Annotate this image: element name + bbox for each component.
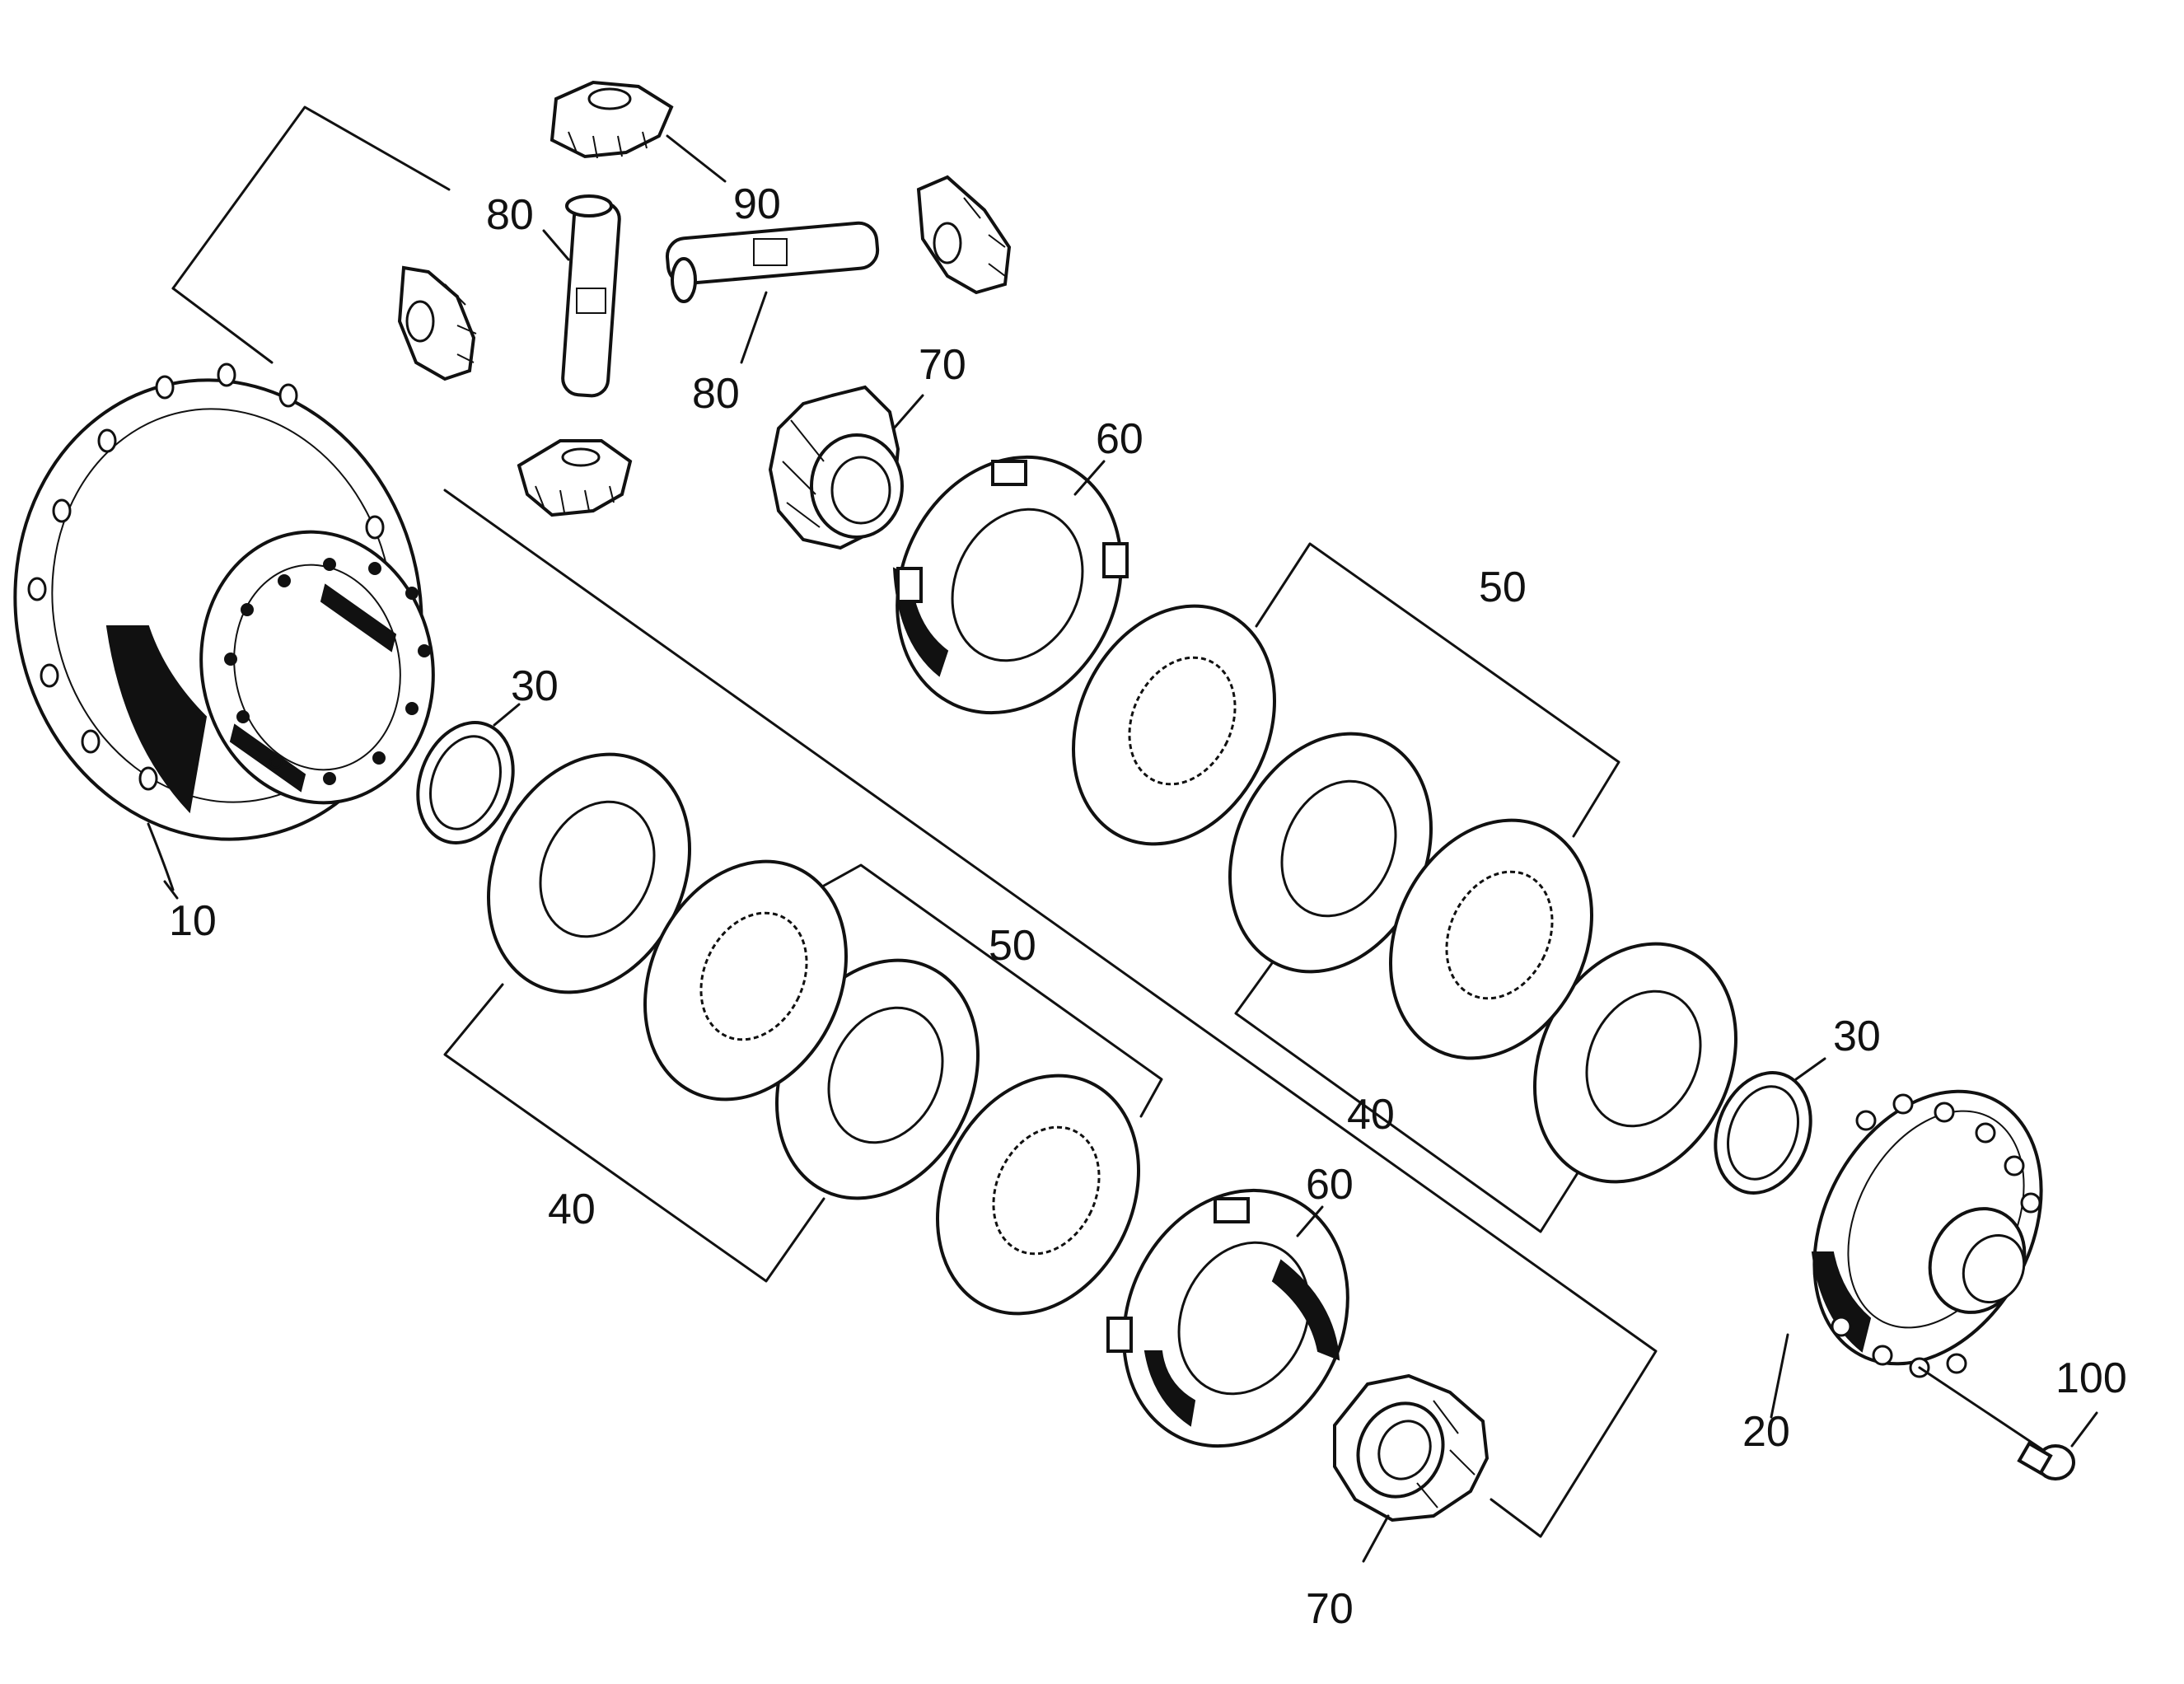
cross-pin-part-80-vertical	[561, 194, 621, 398]
end-cover-bolt-holes	[1831, 1093, 2041, 1378]
bolt-part-100	[1918, 1366, 2075, 1481]
bracket-group-50-lower	[822, 863, 1163, 1118]
steel-plate-part-40-3	[1228, 732, 1433, 974]
bracket-group-50-upper	[1255, 542, 1620, 838]
leader-line-20	[1770, 1333, 1789, 1419]
pinion-gear-left	[397, 265, 477, 381]
leader-line-30-right	[1794, 1057, 1826, 1081]
callout-70-lower: 70	[1306, 1585, 1354, 1633]
leader-line-70-upper	[892, 394, 924, 430]
leader-line-100	[2070, 1411, 2098, 1448]
callout-40-lower: 40	[548, 1186, 596, 1233]
end-cover-part-20	[1811, 1089, 2043, 1378]
pressure-ring-part-60-upper	[892, 455, 1129, 715]
leader-line-30-left	[493, 703, 521, 727]
callout-90: 90	[733, 180, 781, 228]
callout-80-horizontal: 80	[692, 370, 740, 418]
housing-part-10	[13, 363, 435, 841]
friction-disc-part-50-3	[1072, 604, 1276, 846]
callout-10: 10	[169, 897, 217, 945]
pinion-gear-part-90-top	[550, 80, 674, 159]
assembly-bracket-main	[171, 105, 1658, 1538]
leader-line-60-lower	[1296, 1205, 1324, 1237]
leader-line-80-vertical	[542, 229, 570, 261]
leader-curve-10	[147, 822, 175, 891]
leader-line-70-lower	[1362, 1514, 1390, 1563]
callout-30-right: 30	[1833, 1013, 1881, 1060]
leader-line-90	[666, 134, 727, 183]
pressure-ring-part-60-lower	[1106, 1188, 1349, 1448]
callout-50-lower: 50	[989, 922, 1036, 970]
callout-80-vertical: 80	[486, 191, 534, 239]
friction-disc-part-50-4	[1389, 818, 1593, 1060]
callout-40-upper: 40	[1347, 1091, 1395, 1139]
side-gear-part-70-upper	[768, 385, 904, 550]
bracket-group-40-upper	[1234, 938, 1592, 1233]
side-gear-part-70-lower	[1333, 1373, 1490, 1523]
pinion-gear-right	[916, 175, 1012, 295]
callout-labels: 10 20 30 30 40 40 50 50 60 60 70 70 80 8…	[169, 180, 2127, 1633]
steel-plate-part-40-4	[1533, 942, 1737, 1184]
leader-line-10	[163, 880, 179, 900]
cross-pin-part-80-horizontal	[665, 221, 880, 303]
callout-30-left: 30	[511, 662, 559, 710]
callout-70-upper: 70	[919, 341, 966, 389]
leader-line-80-horizontal	[740, 291, 768, 364]
steel-plate-part-40-1	[487, 752, 691, 994]
leader-line-60-upper	[1073, 460, 1106, 496]
callout-50-upper: 50	[1479, 564, 1527, 611]
callout-20: 20	[1742, 1408, 1790, 1456]
friction-disc-part-50-1	[643, 859, 848, 1102]
callout-100: 100	[2055, 1354, 2127, 1402]
bracket-group-40-lower	[443, 983, 825, 1283]
thrust-ring-part-30-right	[1714, 1071, 1812, 1195]
housing-flange-holes	[224, 558, 431, 785]
pinion-gear-bottom	[517, 439, 633, 517]
callout-60-upper: 60	[1096, 415, 1143, 463]
callout-60-lower: 60	[1306, 1161, 1354, 1209]
friction-disc-part-50-2	[936, 1074, 1140, 1316]
housing-bolt-holes	[27, 363, 385, 791]
thrust-ring-part-30-left	[416, 721, 515, 844]
